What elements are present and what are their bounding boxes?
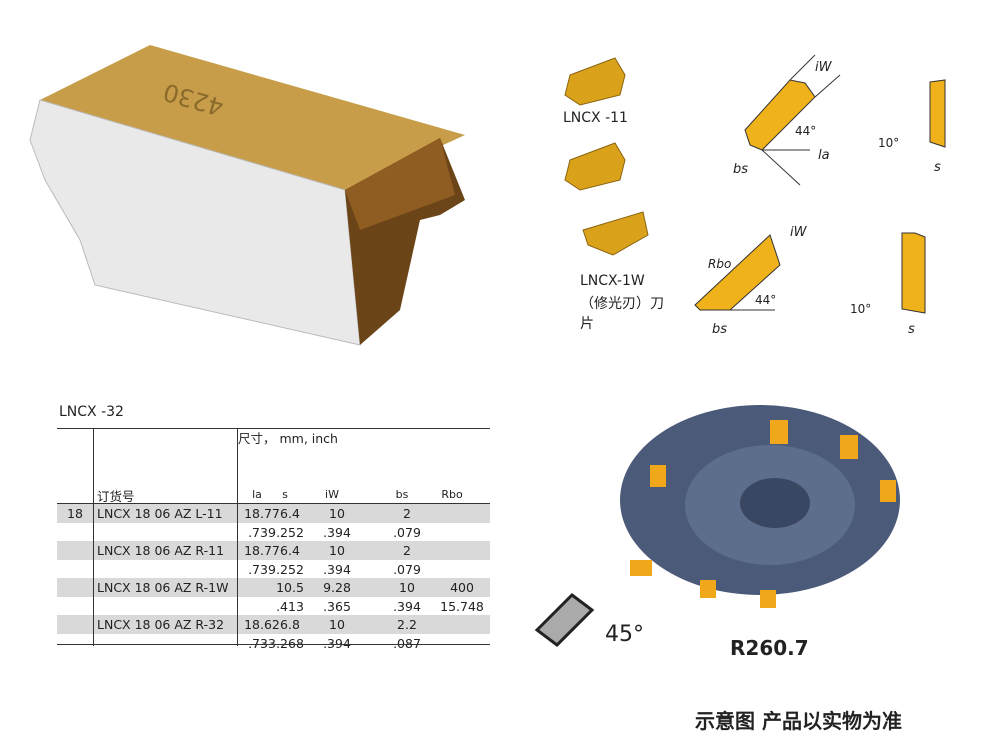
value-cell: .268 — [276, 635, 304, 651]
value-cell: 6.4 — [280, 506, 300, 521]
value-cell: .394 — [393, 598, 421, 614]
value-cell: 6.4 — [280, 543, 300, 558]
value-cell: 18.62 — [244, 617, 280, 632]
value-cell: .394 — [323, 561, 351, 577]
dim-bs: bs — [733, 162, 749, 177]
value-cell: .252 — [276, 524, 304, 540]
order-code: LNCX 18 06 AZ R-32 — [97, 617, 225, 632]
col-iw: iW — [325, 488, 339, 501]
col-s: s — [282, 488, 288, 501]
value-cell: 10 — [329, 617, 345, 632]
col-la: la — [252, 488, 262, 501]
value-cell: .413 — [276, 598, 304, 614]
dim-bs-b: bs — [712, 322, 728, 337]
insert-photo: 4230 — [29, 45, 465, 346]
value-cell: .739 — [248, 561, 276, 577]
value-cell: .733 — [248, 635, 276, 651]
dimension-drawing-11 — [744, 54, 841, 186]
value-cell: 2.2 — [397, 617, 417, 632]
milling-cutter-image — [620, 405, 900, 608]
value-cell: 10 — [399, 580, 415, 595]
value-cell: .079 — [393, 561, 421, 577]
table-row: LNCX 18 06 AZ R-1W 10.5 9.28 10 400 — [57, 578, 490, 597]
caption: 示意图 产品以实物为准 — [695, 709, 902, 733]
table-row: .739.252 .394 .079 — [57, 523, 490, 542]
dim-s-b: s — [908, 322, 915, 337]
insert-icon-11-right — [564, 142, 626, 191]
angle-44-b: 44° — [755, 293, 777, 307]
angle-44: 44° — [795, 124, 817, 138]
order-code: LNCX 18 06 AZ R-11 — [97, 543, 225, 558]
label-lncx-1w-sub: （修光刃）刀片 — [580, 296, 664, 332]
table-row: .733.268 .394 .087 — [57, 634, 490, 653]
value-cell: 9.28 — [323, 580, 351, 595]
value-cell: 18.77 — [244, 506, 280, 521]
value-cell: .087 — [393, 635, 421, 651]
table-row: .739.252 .394 .079 — [57, 560, 490, 579]
value-cell: .394 — [323, 524, 351, 540]
value-cell: 2 — [403, 506, 411, 521]
dim-rbo: Rbo — [708, 257, 732, 271]
value-cell: 2 — [403, 543, 411, 558]
label-lncx-11: LNCX -11 — [563, 110, 628, 126]
angle-10-b: 10° — [850, 302, 872, 316]
value-cell: .394 — [323, 635, 351, 651]
col-rbo: Rbo — [441, 488, 463, 501]
order-header: 订货号 — [97, 489, 135, 504]
value-cell: .365 — [323, 598, 351, 614]
dim-header: 尺寸， mm, inch — [238, 431, 338, 446]
angle-45: 45° — [605, 622, 644, 647]
value-cell: 10 — [329, 543, 345, 558]
value-cell: .252 — [276, 561, 304, 577]
insert-icon-1w — [582, 211, 649, 256]
angle-10-a: 10° — [878, 136, 900, 150]
insert-45-icon — [534, 593, 595, 647]
order-code: LNCX 18 06 AZ L-11 — [97, 506, 223, 521]
value-cell: .739 — [248, 524, 276, 540]
value-cell: 18.77 — [244, 543, 280, 558]
value-cell: 6.8 — [280, 617, 300, 632]
value-cell: 10.5 — [276, 580, 304, 595]
dim-la: la — [818, 148, 830, 163]
col-bs: bs — [395, 488, 409, 501]
order-code: LNCX 18 06 AZ R-1W — [97, 580, 229, 595]
table-title: LNCX -32 — [59, 404, 124, 420]
table-row: .413 .365 .394 15.748 — [57, 597, 490, 616]
dimension-drawing-1w — [694, 234, 781, 311]
dim-iw-b: iW — [790, 225, 807, 240]
value-cell: 400 — [450, 580, 474, 595]
value-cell: 15.748 — [440, 598, 484, 614]
side-view-11 — [929, 79, 946, 148]
dim-s-a: s — [934, 160, 941, 175]
insert-icon-11-left — [564, 57, 626, 106]
dim-iw: iW — [815, 60, 832, 75]
label-lncx-1w: LNCX-1W — [580, 273, 645, 289]
value-cell: .079 — [393, 524, 421, 540]
side-view-1w — [901, 232, 926, 314]
size-cell: 18 — [67, 506, 83, 521]
cutter-model: R260.7 — [730, 636, 809, 660]
value-cell: 10 — [329, 506, 345, 521]
